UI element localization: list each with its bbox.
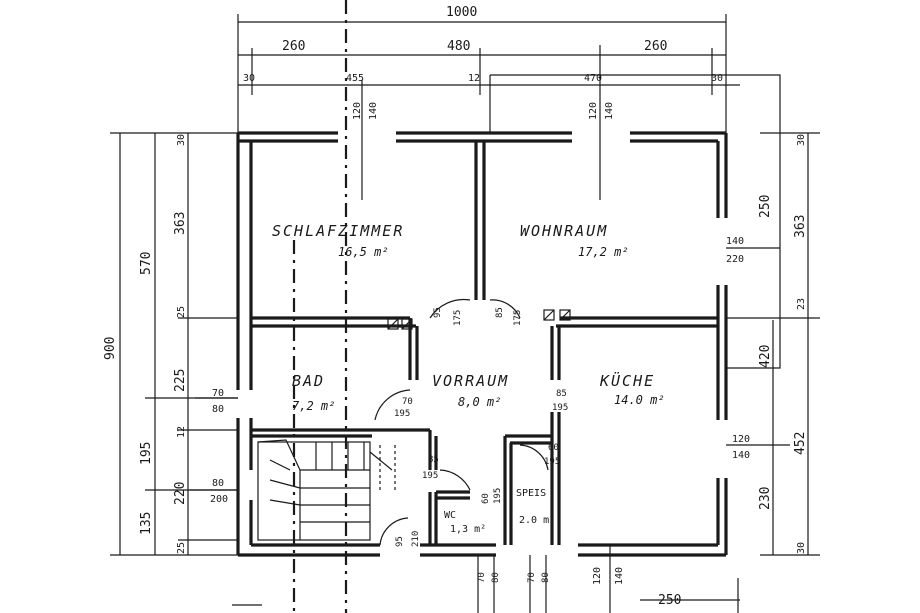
door-label: 60 — [481, 493, 491, 504]
door-label: 80 — [541, 572, 551, 583]
room-label-wc: WC — [444, 510, 456, 521]
dim-right-23: 23 — [796, 298, 807, 310]
dim-bottom-250: 250 — [658, 593, 681, 608]
door-label: 95 — [433, 307, 443, 318]
room-area-speis: 2.0 m² — [519, 515, 555, 526]
room-area-bad: 7,2 m² — [292, 399, 335, 413]
window-label: 140 — [726, 236, 744, 247]
dim-right-230: 230 — [758, 487, 773, 510]
window-label: 120 — [588, 102, 599, 120]
door-label: 175 — [513, 310, 523, 326]
room-area-wohnraum: 17,2 m² — [578, 245, 629, 259]
door-label: 70 — [477, 572, 487, 583]
door-label: 70 — [527, 572, 537, 583]
dim-top-470: 470 — [584, 73, 602, 84]
dim-left-225: 225 — [173, 369, 188, 392]
door-label: 195 — [544, 457, 560, 467]
dim-left-570: 570 — [139, 252, 154, 275]
dim-top-seg3: 260 — [644, 39, 667, 54]
door-swings — [374, 298, 549, 546]
window-label: 70 — [212, 388, 224, 399]
dim-left-195: 195 — [139, 442, 154, 465]
room-label-speis: SPEIS — [516, 488, 546, 499]
dim-total-width: 1000 — [446, 5, 477, 20]
dimension-lines — [110, 14, 820, 613]
dim-left-30: 30 — [176, 134, 187, 146]
door-label: 210 — [411, 531, 421, 547]
dim-right-250: 250 — [758, 195, 773, 218]
window-label: 140 — [368, 102, 379, 120]
outer-walls — [236, 131, 728, 557]
dim-left-135: 135 — [139, 512, 154, 535]
door-label: 175 — [453, 310, 463, 326]
dim-left-25: 25 — [176, 306, 187, 318]
door-label: 195 — [493, 488, 503, 504]
door-label: 195 — [422, 471, 438, 481]
room-area-wc: 1,3 m² — [450, 524, 486, 535]
room-label-kueche: KÜCHE — [599, 371, 655, 390]
dim-top-30a: 30 — [243, 73, 255, 84]
window-label: 120 — [352, 102, 363, 120]
dim-left-12: 12 — [176, 426, 187, 438]
dim-right-420: 420 — [758, 345, 773, 368]
dim-left-363: 363 — [173, 212, 188, 235]
window-label: 120 — [592, 567, 603, 585]
door-label: 85 — [556, 389, 567, 399]
window-label: 80 — [212, 404, 224, 415]
door-label: 195 — [394, 409, 410, 419]
dim-top-seg1: 260 — [282, 39, 305, 54]
dim-right-30b: 30 — [796, 542, 807, 554]
door-label: 60 — [548, 443, 559, 453]
dim-right-452: 452 — [793, 432, 808, 455]
door-label: 70 — [402, 397, 413, 407]
window-label: 120 — [732, 434, 750, 445]
dim-total-height: 900 — [103, 337, 118, 360]
room-label-schlafzimmer: SCHLAFZIMMER — [272, 222, 404, 240]
dim-right-363: 363 — [793, 215, 808, 238]
dim-left-25b: 25 — [176, 542, 187, 554]
room-label-wohnraum: WOHNRAUM — [520, 222, 608, 240]
door-label: 80 — [491, 572, 501, 583]
window-label: 140 — [732, 450, 750, 461]
staircase — [257, 439, 396, 541]
room-label-vorraum: VORRAUM — [432, 372, 509, 390]
room-label-bad: BAD — [292, 372, 325, 390]
dim-top-seg2: 480 — [447, 39, 470, 54]
door-label: 95 — [395, 536, 405, 547]
chimney-icon — [387, 309, 571, 330]
window-label: 140 — [604, 102, 615, 120]
window-label: 200 — [210, 494, 228, 505]
dim-top-12: 12 — [468, 73, 480, 84]
door-label: 195 — [552, 403, 568, 413]
door-label: 85 — [495, 307, 505, 318]
dim-top-455: 455 — [346, 73, 364, 84]
dim-top-30b: 30 — [711, 73, 723, 84]
dim-left-220: 220 — [173, 482, 188, 505]
door-label: 85 — [428, 455, 439, 465]
dim-right-30: 30 — [796, 134, 807, 146]
window-label: 220 — [726, 254, 744, 265]
window-label: 140 — [614, 567, 625, 585]
room-area-vorraum: 8,0 m² — [458, 395, 501, 409]
room-area-kueche: 14.0 m² — [614, 393, 665, 407]
window-label: 80 — [212, 478, 224, 489]
room-area-schlafzimmer: 16,5 m² — [338, 245, 389, 259]
interior-walls — [251, 141, 718, 545]
